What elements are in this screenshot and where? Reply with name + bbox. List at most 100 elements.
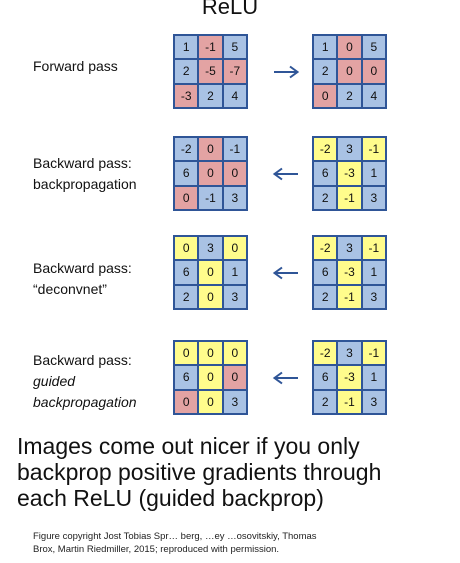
grid-cell: 2 xyxy=(314,60,337,83)
row-label-line: Backward pass: xyxy=(33,260,132,276)
grid-cell: 6 xyxy=(175,261,198,284)
grid-cell: -2 xyxy=(314,138,337,161)
grid-cell: -3 xyxy=(338,261,361,284)
grid-cell: 0 xyxy=(199,366,222,389)
grid-cell: -2 xyxy=(175,138,198,161)
grid-cell: 1 xyxy=(362,162,385,185)
grid-cell: 0 xyxy=(223,342,246,365)
grid-cell: 1 xyxy=(362,366,385,389)
diagram-title: ReLU xyxy=(201,0,259,19)
grid-cell: -1 xyxy=(338,186,361,209)
grid-cell: 6 xyxy=(175,162,198,185)
grid-cell: 2 xyxy=(314,390,337,413)
arrow-right-icon xyxy=(274,65,300,79)
grid-cell: 6 xyxy=(314,162,337,185)
grid-cell: 5 xyxy=(362,36,385,59)
grid-cell: 0 xyxy=(199,162,222,185)
grid-cell: -1 xyxy=(199,36,222,59)
grid-cell: 3 xyxy=(223,390,246,413)
credit-line: Brox, Martin Riedmiller, 2015; reproduce… xyxy=(33,544,280,555)
caption-line: Images come out nicer if you only xyxy=(17,433,360,459)
grid-cell: 2 xyxy=(314,285,337,308)
row-label-line: guided xyxy=(33,373,76,389)
grid-cell: 6 xyxy=(314,366,337,389)
grid-cell: 3 xyxy=(199,237,222,260)
figure-credit: Figure copyright Jost Tobias Spr… berg, … xyxy=(33,530,453,556)
grid-cell: 1 xyxy=(175,36,198,59)
grid-cell: 0 xyxy=(175,186,198,209)
row-label: Backward pass: guided backpropagation xyxy=(33,350,137,413)
caption: Images come out nicer if you only backpr… xyxy=(17,433,457,511)
grid-cell: 0 xyxy=(314,84,337,107)
grid-cell: -1 xyxy=(362,342,385,365)
credit-line: Figure copyright Jost Tobias Spr… berg, … xyxy=(33,531,317,542)
caption-line: each ReLU (guided backprop) xyxy=(17,485,324,511)
row-label: Backward pass: “deconvnet” xyxy=(33,258,132,300)
grid-cell: 3 xyxy=(362,285,385,308)
grid-cell: 5 xyxy=(223,36,246,59)
grid-cell: 0 xyxy=(175,390,198,413)
grid-cell: -1 xyxy=(199,186,222,209)
grid-cell: 0 xyxy=(199,138,222,161)
grid-cell: 6 xyxy=(175,366,198,389)
grid-cell: -3 xyxy=(338,366,361,389)
row-label-line: backpropagation xyxy=(33,176,137,192)
grid-cell: 0 xyxy=(338,36,361,59)
grid-cell: -7 xyxy=(223,60,246,83)
grid-cell: 3 xyxy=(338,138,361,161)
grid-cell: 0 xyxy=(199,342,222,365)
grid-cell: 3 xyxy=(338,342,361,365)
grid-cell: 3 xyxy=(223,285,246,308)
grid-cell: 0 xyxy=(362,60,385,83)
caption-line: backprop positive gradients through xyxy=(17,459,382,485)
arrow-left-icon xyxy=(272,167,298,181)
grid-cell: -1 xyxy=(338,285,361,308)
grid-cell: 1 xyxy=(223,261,246,284)
grid-cell: 0 xyxy=(338,60,361,83)
grid-cell: 0 xyxy=(199,261,222,284)
grid-cell: 2 xyxy=(199,84,222,107)
arrow-left-icon xyxy=(272,266,298,280)
row-label: Backward pass: backpropagation xyxy=(33,153,137,195)
grid-cell: -2 xyxy=(314,237,337,260)
grid-cell: -1 xyxy=(223,138,246,161)
row-label-line: backpropagation xyxy=(33,394,137,410)
grid-cell: -1 xyxy=(362,237,385,260)
grid-cell: 2 xyxy=(175,285,198,308)
grid-cell: 4 xyxy=(223,84,246,107)
grid-cell: 0 xyxy=(175,342,198,365)
row-label: Forward pass xyxy=(33,56,118,77)
row-label-line: Backward pass: xyxy=(33,155,132,171)
grid-cell: 3 xyxy=(223,186,246,209)
grid-cell: -5 xyxy=(199,60,222,83)
grid-cell: 2 xyxy=(338,84,361,107)
grid-cell: 0 xyxy=(223,162,246,185)
grid-cell: 2 xyxy=(314,186,337,209)
grid-cell: 1 xyxy=(314,36,337,59)
row-label-line: Forward pass xyxy=(33,58,118,74)
grid-cell: 0 xyxy=(199,390,222,413)
grid-cell: 1 xyxy=(362,261,385,284)
grid-cell: -3 xyxy=(338,162,361,185)
grid-cell: -2 xyxy=(314,342,337,365)
grid-cell: 0 xyxy=(175,237,198,260)
row-label-line: “deconvnet” xyxy=(33,281,107,297)
grid-cell: 4 xyxy=(362,84,385,107)
arrow-left-icon xyxy=(272,371,298,385)
grid-cell: 6 xyxy=(314,261,337,284)
grid-cell: 3 xyxy=(362,390,385,413)
grid-cell: 0 xyxy=(199,285,222,308)
grid-cell: 3 xyxy=(362,186,385,209)
row-label-line: Backward pass: xyxy=(33,352,132,368)
grid-cell: -1 xyxy=(338,390,361,413)
grid-cell: 2 xyxy=(175,60,198,83)
grid-cell: -3 xyxy=(175,84,198,107)
